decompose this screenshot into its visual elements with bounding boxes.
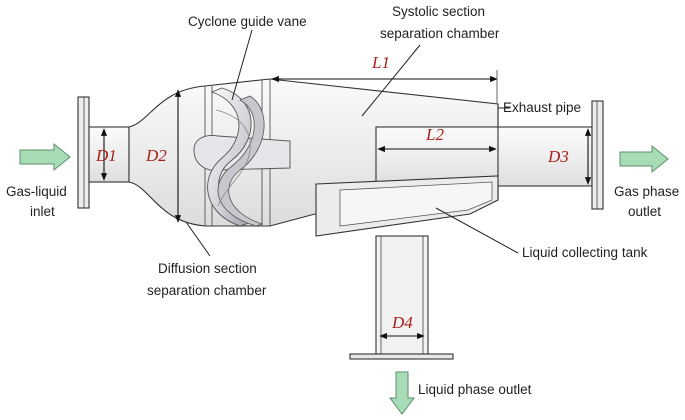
dim-d4: D4 [391,313,413,332]
label-systolic-line1: Systolic section [392,4,485,19]
dim-l1: L1 [371,53,390,72]
label-systolic-line2: separation chamber [380,26,500,41]
label-gas-phase-line1: Gas phase [614,184,679,199]
label-cyclone-guide-vane: Cyclone guide vane [188,14,307,29]
arrow-down-icon [389,371,415,415]
label-gas-phase-line2: outlet [628,204,661,219]
liquid-collecting-tank [315,175,499,237]
dim-d1: D1 [95,146,117,165]
leader-lines [185,29,519,257]
arrow-right-icon [19,142,71,172]
dim-l2: L2 [425,125,444,144]
label-exhaust-pipe: Exhaust pipe [503,100,581,115]
label-diffusion-line2: separation chamber [147,283,267,298]
outlet-flange [591,100,604,210]
label-gas-liquid-line2: inlet [30,204,55,219]
label-liquid-collecting-tank: Liquid collecting tank [522,245,648,260]
arrow-right-icon [619,144,669,174]
dimension-lines [100,70,592,340]
dim-d2: D2 [145,146,167,165]
inlet-flange [77,96,90,209]
label-gas-liquid-line1: Gas-liquid [6,184,67,199]
liquid-outlet-pipe [349,235,454,360]
cyclone-guide-vane [193,87,291,227]
label-diffusion-line1: Diffusion section [158,261,257,276]
dim-d3: D3 [547,147,569,166]
label-liquid-phase-outlet: Liquid phase outlet [418,382,532,397]
